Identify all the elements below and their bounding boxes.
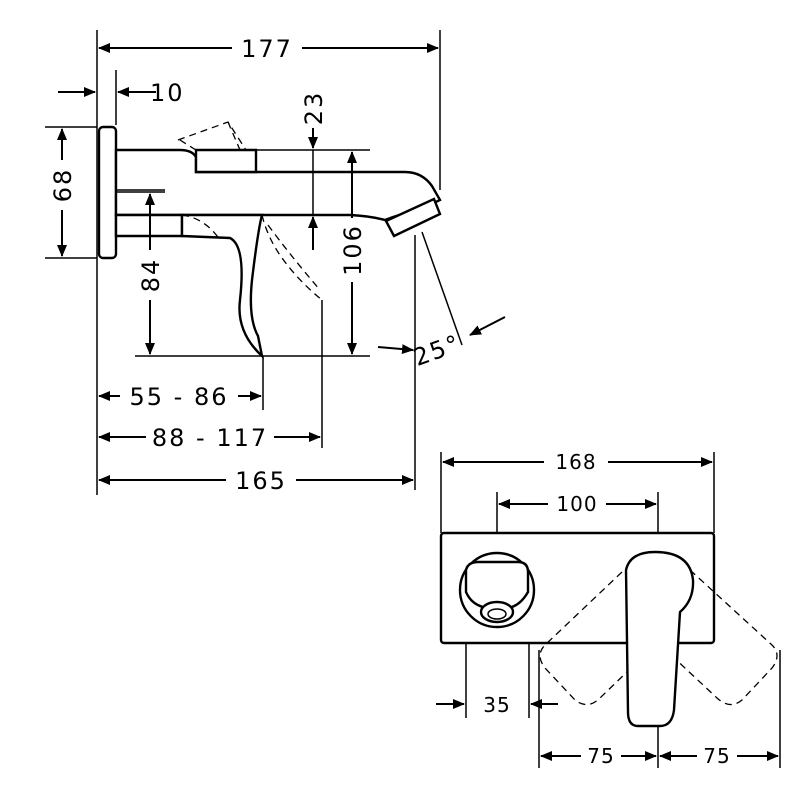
dim-plate-thickness: 10 xyxy=(150,79,185,107)
spout xyxy=(114,148,442,222)
lever-housing xyxy=(194,148,258,174)
dim-overall-length: 177 xyxy=(241,35,293,63)
dim-spout-projection: 165 xyxy=(235,467,287,495)
dim-outlet-offset: 35 xyxy=(483,693,510,717)
side-view: 177 10 68 23 84 106 25° 55 - 86 88 xyxy=(45,30,506,495)
dim-spout-height: 23 xyxy=(300,91,328,126)
dim-handle-height: 84 xyxy=(137,258,165,293)
dim-swing-right: 75 xyxy=(703,744,730,768)
front-view: 168 100 35 75 75 xyxy=(436,448,781,770)
lever-swing-right xyxy=(654,569,778,706)
aerator xyxy=(384,197,442,238)
dim-outlet-angle: 25° xyxy=(410,329,465,372)
lever-swing-left xyxy=(539,571,661,706)
wall-plate xyxy=(97,125,118,260)
dim-plate-height: 68 xyxy=(49,168,77,203)
lever-handle xyxy=(180,213,264,360)
dim-outlet-height: 106 xyxy=(339,224,367,276)
dim-center-distance: 100 xyxy=(556,492,597,516)
dim-swing-left: 75 xyxy=(587,744,614,768)
dim-handle-reach-max: 88 - 117 xyxy=(152,424,268,452)
dim-handle-reach: 55 - 86 xyxy=(130,383,229,411)
lever-front xyxy=(624,550,695,728)
dim-plate-width: 168 xyxy=(555,450,596,474)
